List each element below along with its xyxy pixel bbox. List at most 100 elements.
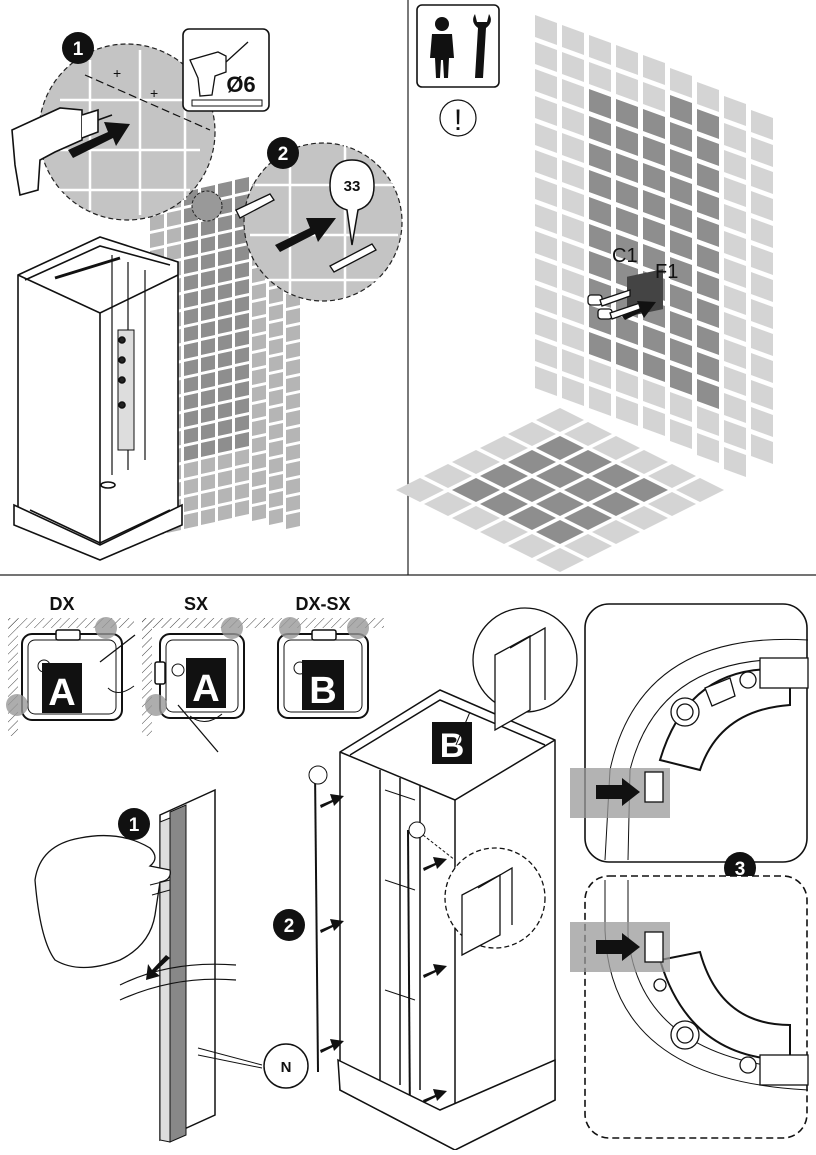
wall-tile xyxy=(480,464,528,488)
wall-tile xyxy=(252,283,266,300)
wall-tile xyxy=(184,342,198,359)
wall-tile xyxy=(724,420,746,450)
wall-tile xyxy=(751,434,773,464)
wall-tile xyxy=(286,461,300,478)
config-dx-diagram: A xyxy=(6,617,136,736)
wall-tile xyxy=(235,330,249,347)
wall-tile xyxy=(218,470,232,487)
profile-detail-magnifier-mid xyxy=(422,834,546,957)
wall-tile xyxy=(592,436,640,460)
wall-tile xyxy=(589,197,611,227)
wall-tile xyxy=(751,326,773,356)
hinge-arrow-top-icon xyxy=(596,778,640,806)
wall-tile xyxy=(286,308,300,325)
wall-tile xyxy=(697,406,719,436)
wall-tile xyxy=(286,359,300,376)
wall-tile xyxy=(286,376,300,393)
wall-tile xyxy=(252,453,266,470)
wall-tile xyxy=(184,359,198,376)
wall-tile xyxy=(535,150,557,180)
wall-tile xyxy=(286,495,300,512)
wall-tile xyxy=(643,352,665,382)
wall-tile xyxy=(564,478,612,502)
wall-tile xyxy=(150,214,164,231)
wall-tile xyxy=(562,133,584,163)
wall-tile xyxy=(184,376,198,393)
wall-tile xyxy=(235,245,249,262)
wall-tile xyxy=(616,315,638,345)
water-connections: C1 F1 xyxy=(587,245,678,320)
wall-tile xyxy=(562,160,584,190)
wall-tile xyxy=(724,204,746,234)
wall-tile xyxy=(616,369,638,399)
config-sx-label: SX xyxy=(184,594,208,614)
wall-tile xyxy=(218,419,232,436)
wall-tile xyxy=(670,122,692,152)
wall-tile xyxy=(697,163,719,193)
wall-tile xyxy=(201,287,215,304)
wall-tile xyxy=(235,483,249,500)
wall-tile xyxy=(670,284,692,314)
wall-tile xyxy=(535,231,557,261)
wall-tile xyxy=(670,392,692,422)
wall-tile xyxy=(643,109,665,139)
wall-tile xyxy=(218,232,232,249)
wall-tile xyxy=(562,79,584,109)
wall-tile xyxy=(269,389,283,406)
wall-tile xyxy=(235,500,249,517)
wall-tile xyxy=(252,385,266,402)
config-sx-diagram: A xyxy=(142,617,268,753)
wall-tile xyxy=(480,436,528,460)
wall-tile xyxy=(201,219,215,236)
wall-tile xyxy=(643,379,665,409)
step-2-badge-bottom: 2 xyxy=(273,909,305,941)
wall-tile xyxy=(218,249,232,266)
wall-tile xyxy=(269,508,283,525)
wall-tile xyxy=(697,271,719,301)
wall-tile xyxy=(235,466,249,483)
wall-tile xyxy=(269,338,283,355)
wall-tile xyxy=(589,224,611,254)
wall-tile xyxy=(252,300,266,317)
wall-tile xyxy=(724,96,746,126)
wall-tile xyxy=(697,109,719,139)
wall-tile xyxy=(167,244,181,261)
wall-tile xyxy=(396,478,444,502)
wall-tile xyxy=(648,492,696,516)
wall-tile xyxy=(184,427,198,444)
wall-tile xyxy=(201,491,215,508)
wall-tile xyxy=(751,218,773,248)
wall-tile xyxy=(184,274,198,291)
panel-assembly: DX SX DX-SX A A xyxy=(6,594,809,1151)
wall-tile xyxy=(751,191,773,221)
wall-tile xyxy=(643,163,665,193)
wall-tile xyxy=(562,268,584,298)
wall-tile xyxy=(589,332,611,362)
wall-tile xyxy=(252,487,266,504)
hinge-detail-top xyxy=(570,603,809,863)
step-1-label: 1 xyxy=(73,39,84,60)
plug-reference-label: 33 xyxy=(344,178,361,195)
wall-tile xyxy=(697,352,719,382)
drill-icon xyxy=(11,107,113,197)
hinge-arrow-bottom-icon xyxy=(596,933,640,961)
wall-tile xyxy=(452,450,500,474)
wall-tile xyxy=(201,236,215,253)
wall-tile xyxy=(184,291,198,308)
panel-drilling: + + 1 Ø6 xyxy=(11,28,403,561)
wall-tile xyxy=(620,506,668,530)
wall-tile xyxy=(218,453,232,470)
wall-tile xyxy=(201,423,215,440)
wall-tile xyxy=(286,512,300,529)
wall-tile xyxy=(201,270,215,287)
wall-tile xyxy=(167,227,181,244)
wall-tile xyxy=(616,396,638,426)
wall-tile xyxy=(751,353,773,383)
wall-tile xyxy=(286,342,300,359)
drill-detail-magnifier: + + xyxy=(38,43,216,221)
wall-tile xyxy=(751,407,773,437)
wall-tile xyxy=(670,149,692,179)
wall-tile xyxy=(616,234,638,264)
config-dxsx-label: DX-SX xyxy=(295,594,350,614)
wall-tile xyxy=(724,231,746,261)
